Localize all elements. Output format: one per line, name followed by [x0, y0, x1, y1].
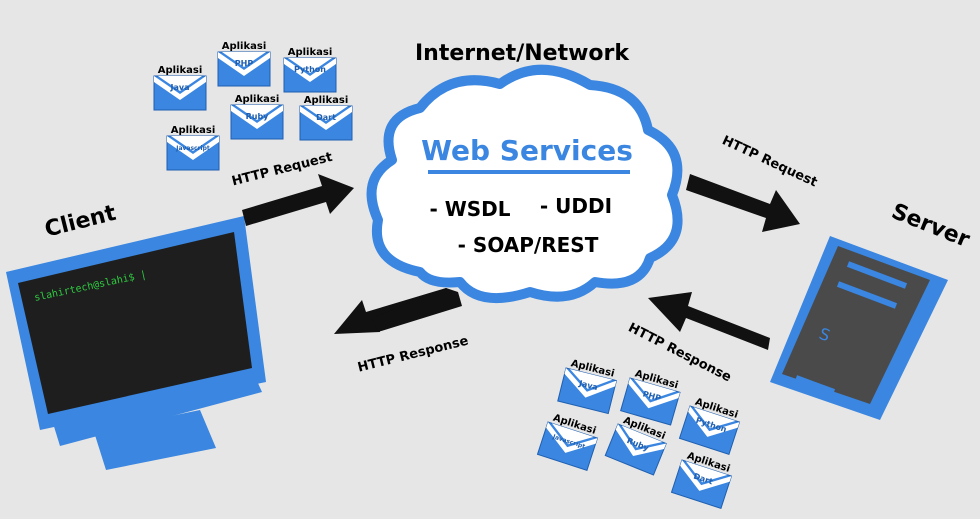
client-response-arrow — [334, 288, 462, 334]
envelope-icon — [166, 135, 220, 171]
envelope-icon — [217, 51, 271, 87]
uddi-label: - UDDI — [540, 194, 612, 218]
client-request-arrow — [242, 174, 354, 226]
envelope-icon — [283, 57, 337, 93]
envelope-title: Aplikasi — [288, 47, 333, 58]
envelope-language: PHP — [235, 59, 254, 68]
envelope-icon — [153, 75, 207, 111]
web-services-title: Web Services — [421, 134, 633, 167]
server-request-arrow — [686, 174, 800, 232]
server-icon: S — [770, 236, 948, 420]
envelope-icon — [299, 105, 353, 141]
client-response-label: HTTP Response — [356, 334, 470, 376]
envelope-language: Ruby — [246, 112, 270, 121]
server-label: Server — [888, 199, 973, 253]
envelope-title: Aplikasi — [171, 125, 216, 136]
soap-rest-label: - SOAP/REST — [458, 233, 599, 257]
envelope-language: Python — [294, 65, 326, 74]
monitor-icon — [6, 216, 266, 470]
request-apps: AplikasiJavaAplikasiPHPAplikasiPythonApl… — [153, 41, 353, 171]
envelope-language: Javascript — [175, 145, 210, 152]
client-label: Client — [42, 201, 119, 243]
network-title: Internet/Network — [415, 41, 630, 66]
server-request-label: HTTP Request — [720, 133, 820, 190]
envelope-title: Aplikasi — [222, 41, 267, 52]
envelope-icon — [230, 104, 284, 140]
envelope-language: Java — [170, 83, 190, 92]
wsdl-label: - WSDL — [429, 197, 510, 221]
envelope-title: Aplikasi — [158, 65, 203, 76]
cloud-icon — [366, 64, 683, 303]
envelope-language: Dart — [316, 113, 336, 122]
envelope-title: Aplikasi — [235, 94, 280, 105]
envelope-title: Aplikasi — [304, 95, 349, 106]
client-request-label: HTTP Request — [230, 150, 334, 190]
server-response-arrow — [648, 292, 770, 350]
